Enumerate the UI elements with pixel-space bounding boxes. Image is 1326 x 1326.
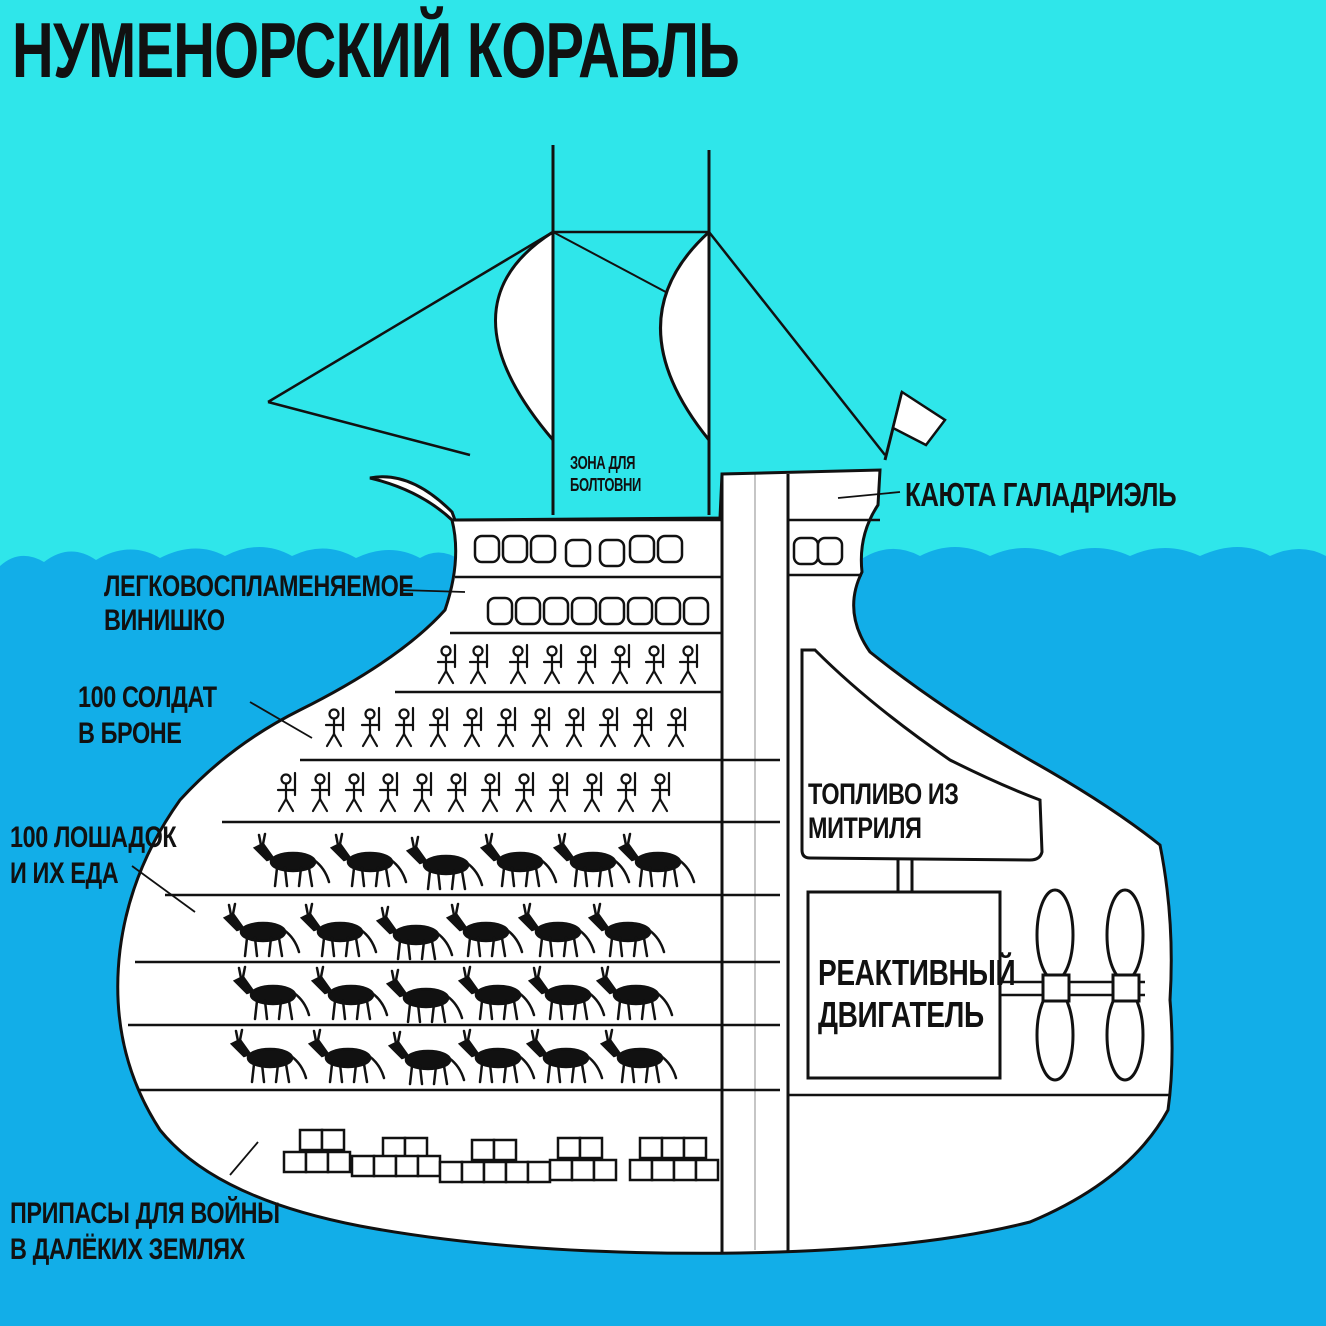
cabin-barrels — [792, 536, 844, 566]
sky — [0, 0, 1326, 570]
label-supplies: ПРИПАСЫ ДЛЯ ВОЙНЫ В ДАЛЁКИХ ЗЕМЛЯХ — [10, 1197, 280, 1266]
front-sail — [494, 229, 555, 445]
label-chat-zone: ЗОНА ДЛЯ БОЛТОВНИ — [570, 453, 641, 495]
engine-box — [806, 890, 1002, 1080]
label-soldiers: 100 СОЛДАТ В БРОНЕ — [78, 681, 217, 750]
label-horses: 100 ЛОШАДОК И ИХ ЕДА — [10, 821, 177, 890]
rigging-rear — [708, 231, 886, 456]
rigging-front-low — [267, 400, 471, 457]
propeller-2 — [1105, 888, 1145, 1082]
label-fuel: ТОПЛИВО ИЗ МИТРИЛЯ — [808, 778, 959, 845]
rigging-front — [267, 230, 554, 404]
pointer-lines — [131, 491, 901, 1176]
page-title: НУМЕНОРСКИЙ КОРАБЛЬ — [12, 6, 740, 94]
rear-sail — [659, 228, 711, 445]
wine-barrels-row-1 — [473, 534, 684, 568]
flag — [891, 389, 947, 447]
label-galadriel-cabin: КАЮТА ГАЛАДРИЭЛЬ — [905, 476, 1177, 513]
label-engine: РЕАКТИВНЫЙ ДВИГАТЕЛЬ — [818, 952, 1016, 1035]
fuel-tank — [800, 648, 1044, 862]
label-wine: ЛЕГКОВОСПЛАМЕНЯЕМОЕ ВИНИШКО — [104, 570, 414, 637]
deck-lines — [128, 518, 1170, 1097]
propeller-1 — [1035, 888, 1075, 1082]
